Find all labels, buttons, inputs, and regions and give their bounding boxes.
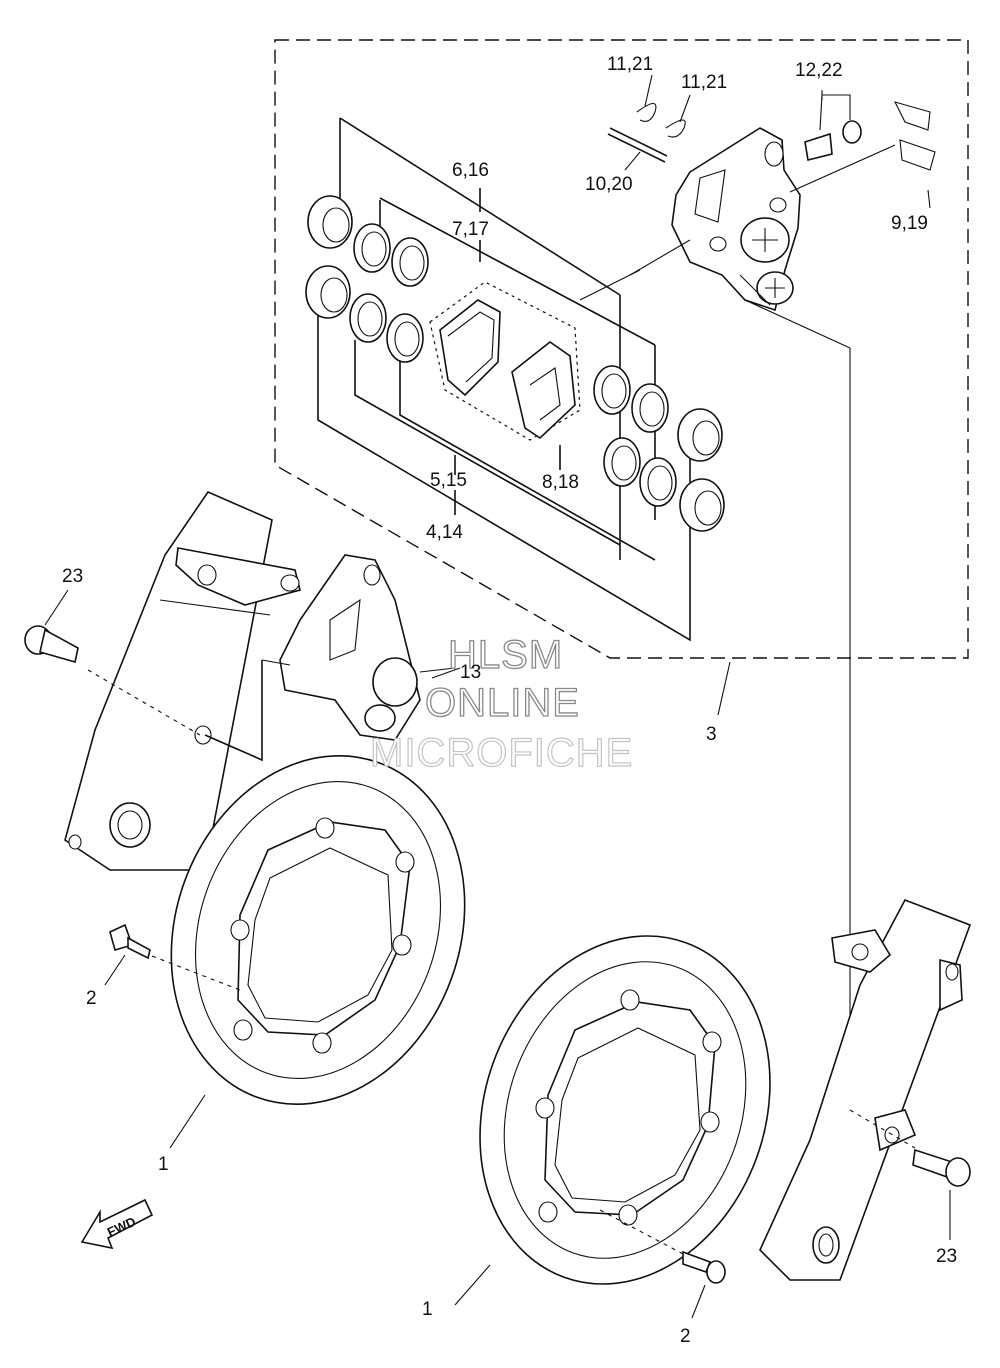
bolt-2-left [104, 923, 241, 1149]
bolt-2-right [599, 1209, 726, 1319]
watermark-line1: HLSM [448, 633, 563, 677]
watermark-line2: ONLINE [425, 681, 580, 725]
callout-1-left: 1 [158, 1154, 169, 1175]
right-fork-leg [759, 898, 972, 1281]
caliper-pin-and-clips [607, 74, 936, 209]
callout-5-15: 5,15 [430, 470, 467, 491]
callout-23-left: 23 [62, 566, 83, 587]
seal-kit-bracket [317, 117, 691, 642]
leader-13 [431, 667, 461, 679]
callout-9-19: 9,19 [891, 213, 928, 234]
callout-8-18: 8,18 [542, 472, 579, 493]
caliper-assembly-boundary [274, 39, 969, 659]
callout-10-20: 10,20 [585, 174, 633, 195]
caliper-leader [744, 299, 851, 349]
callout-4-14: 4,14 [426, 522, 463, 543]
callout-13: 13 [460, 662, 481, 683]
forward-arrow-icon: FWD [80, 1198, 154, 1250]
callout-12-22: 12,22 [795, 60, 843, 81]
callout-11-21-a: 11,21 [607, 54, 653, 75]
caliper-body-upper [671, 127, 801, 312]
callout-2-right: 2 [680, 1326, 691, 1347]
callout-6-16: 6,16 [452, 160, 489, 181]
brake-pads [429, 281, 581, 441]
caliper-pistons [305, 195, 725, 532]
callout-2-left: 2 [86, 988, 97, 1009]
left-caliper [204, 554, 456, 762]
callout-1-right: 1 [422, 1299, 433, 1320]
leader-3 [717, 661, 731, 716]
callout-7-17: 7,17 [452, 219, 489, 240]
callout-3: 3 [706, 724, 717, 745]
watermark-line3: MICROFICHE [370, 731, 633, 775]
callout-11-21-b: 11,21 [681, 72, 727, 93]
left-fork-leg [64, 491, 301, 871]
callout-23-right: 23 [936, 1246, 957, 1267]
pad-leader [629, 239, 691, 276]
caliper-seals [349, 223, 677, 507]
bolt-23-left [24, 589, 201, 736]
bolt-23-right [849, 1109, 971, 1240]
left-brake-disc [170, 755, 466, 1105]
right-brake-disc [454, 935, 771, 1306]
